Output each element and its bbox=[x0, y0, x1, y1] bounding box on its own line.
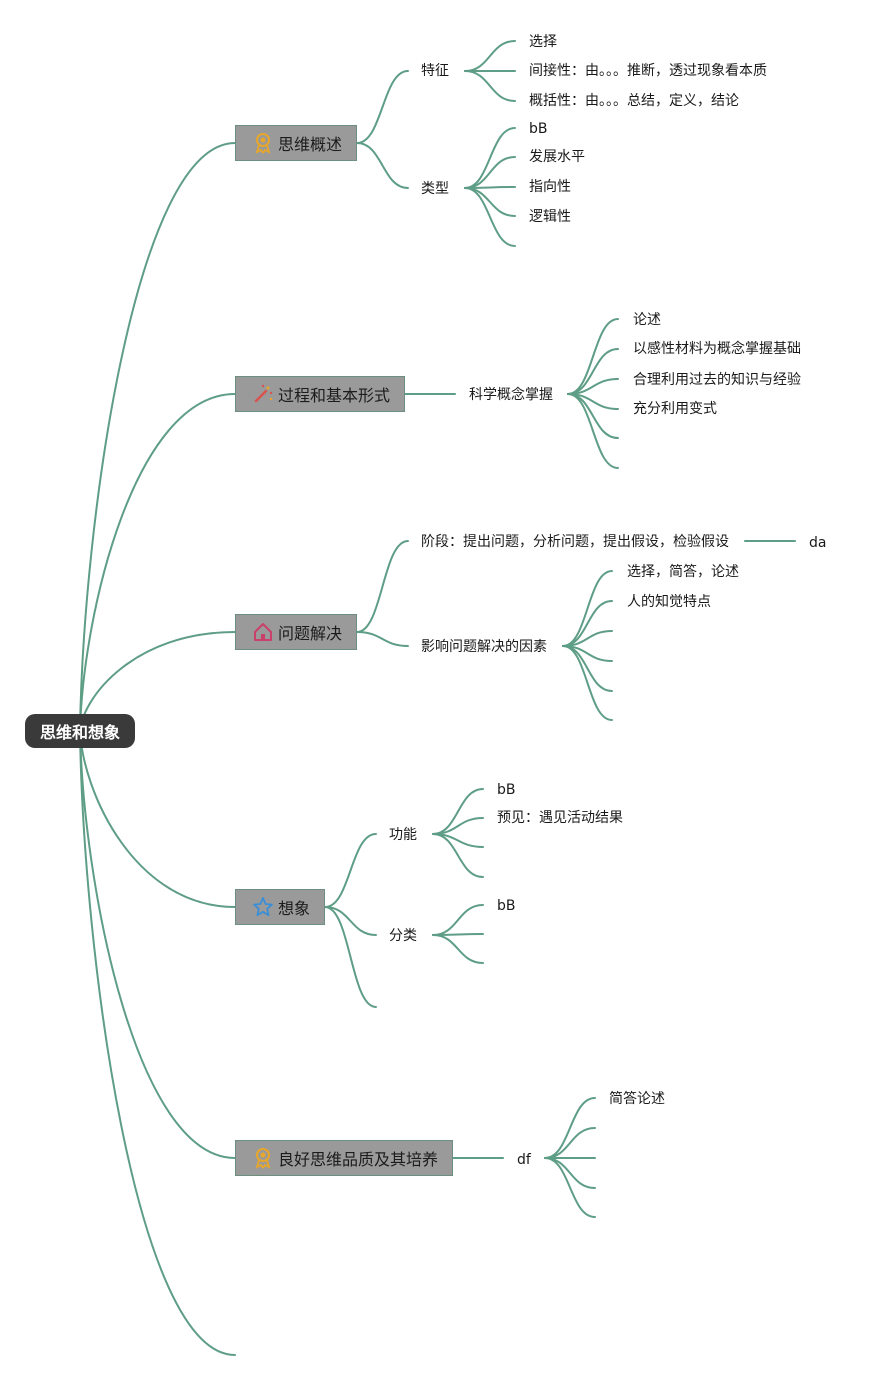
sub-node-categories[interactable]: 分类 bbox=[389, 928, 417, 944]
branch-node-problem-solving[interactable]: 问题解决 bbox=[235, 614, 357, 650]
sub-node-types[interactable]: 类型 bbox=[421, 181, 449, 197]
connector-curve bbox=[562, 645, 613, 721]
leaf-node[interactable]: da bbox=[809, 535, 827, 551]
connector-curve bbox=[356, 631, 409, 647]
leaf-node[interactable]: 以感性材料为概念掌握基础 bbox=[633, 341, 801, 357]
leaf-node[interactable]: bB bbox=[529, 121, 548, 137]
sub-node-influencing-factors[interactable]: 影响问题解决的因素 bbox=[421, 639, 547, 655]
leaf-node[interactable]: 概括性：由。。。总结，定义，结论 bbox=[529, 93, 739, 109]
leaf-node[interactable]: 指向性 bbox=[529, 179, 571, 195]
connector-curve bbox=[464, 187, 516, 247]
leaf-node[interactable]: 间接性：由。。。推断，透过现象看本质 bbox=[529, 63, 767, 79]
leaf-node[interactable]: 发展水平 bbox=[529, 149, 585, 165]
connector-curve bbox=[464, 186, 516, 189]
connector-curve bbox=[432, 833, 484, 878]
leaf-node[interactable]: 逻辑性 bbox=[529, 209, 571, 225]
connector-curve bbox=[432, 788, 484, 835]
root-node-label: 思维和想象 bbox=[39, 723, 120, 742]
root-connector bbox=[79, 730, 236, 908]
connector-curve bbox=[567, 393, 619, 469]
connector-curve bbox=[464, 156, 516, 189]
connector-curve bbox=[432, 934, 484, 964]
connector-curve bbox=[464, 187, 516, 217]
connector-curve bbox=[432, 933, 484, 936]
connector-curve bbox=[324, 833, 377, 908]
leaf-node[interactable]: 充分利用变式 bbox=[633, 401, 717, 417]
branch-node-good-thinking-quality[interactable]: 良好思维品质及其培养 bbox=[235, 1140, 453, 1176]
leaf-node[interactable]: 论述 bbox=[633, 312, 661, 328]
leaf-node[interactable]: 预见：遇见活动结果 bbox=[497, 810, 623, 826]
leaf-node[interactable]: 选择 bbox=[529, 34, 557, 50]
branch-label: 问题解决 bbox=[278, 624, 343, 643]
root-connector bbox=[79, 730, 236, 1159]
connector-curve bbox=[356, 540, 409, 633]
connector-curve bbox=[432, 904, 484, 936]
connector-curve bbox=[324, 906, 377, 936]
root-connector bbox=[79, 730, 236, 1356]
branch-node-process-forms[interactable]: 过程和基本形式 bbox=[235, 376, 405, 412]
connector-curve bbox=[544, 1157, 596, 1218]
leaf-node[interactable]: bB bbox=[497, 782, 516, 798]
award-ribbon-icon bbox=[252, 132, 274, 154]
connector-curve bbox=[544, 1127, 596, 1159]
magic-wand-icon bbox=[252, 383, 274, 405]
connector-curve bbox=[356, 70, 409, 144]
leaf-node[interactable]: 选择，简答，论述 bbox=[627, 564, 739, 580]
root-connector bbox=[79, 393, 236, 732]
connector-curve bbox=[464, 40, 516, 72]
connector-curve bbox=[464, 70, 516, 102]
sub-node-concept-mastery[interactable]: 科学概念掌握 bbox=[469, 387, 553, 403]
house-icon bbox=[252, 621, 274, 643]
branch-node-imagination[interactable]: 想象 bbox=[235, 889, 325, 925]
sub-node-functions[interactable]: 功能 bbox=[389, 827, 417, 843]
leaf-node[interactable]: 简答论述 bbox=[609, 1091, 665, 1107]
sub-node-features[interactable]: 特征 bbox=[421, 63, 449, 79]
branch-label: 想象 bbox=[278, 899, 311, 918]
connector-curve bbox=[544, 1097, 596, 1159]
branch-label: 过程和基本形式 bbox=[278, 386, 391, 405]
root-node[interactable]: 思维和想象 bbox=[25, 714, 135, 748]
connector-curve bbox=[562, 570, 613, 647]
connector-curve bbox=[324, 906, 377, 1008]
connector-curve bbox=[567, 318, 619, 395]
star-icon bbox=[252, 896, 274, 918]
leaf-node[interactable]: 合理利用过去的知识与经验 bbox=[633, 372, 801, 388]
connector-curve bbox=[356, 142, 409, 189]
sub-node-stages[interactable]: 阶段：提出问题，分析问题，提出假设，检验假设 bbox=[421, 534, 729, 550]
sub-node-df[interactable]: df bbox=[517, 1152, 531, 1168]
branch-label: 思维概述 bbox=[278, 135, 343, 154]
connector-lines bbox=[79, 40, 796, 1356]
branch-label: 良好思维品质及其培养 bbox=[278, 1150, 439, 1169]
leaf-node[interactable]: 人的知觉特点 bbox=[627, 594, 711, 610]
connector-curve bbox=[544, 1157, 596, 1189]
branch-node-thinking-overview[interactable]: 思维概述 bbox=[235, 125, 357, 161]
leaf-node[interactable]: bB bbox=[497, 898, 516, 914]
connector-curve bbox=[464, 127, 516, 189]
award-ribbon-icon bbox=[252, 1147, 274, 1169]
root-connector bbox=[79, 142, 236, 732]
